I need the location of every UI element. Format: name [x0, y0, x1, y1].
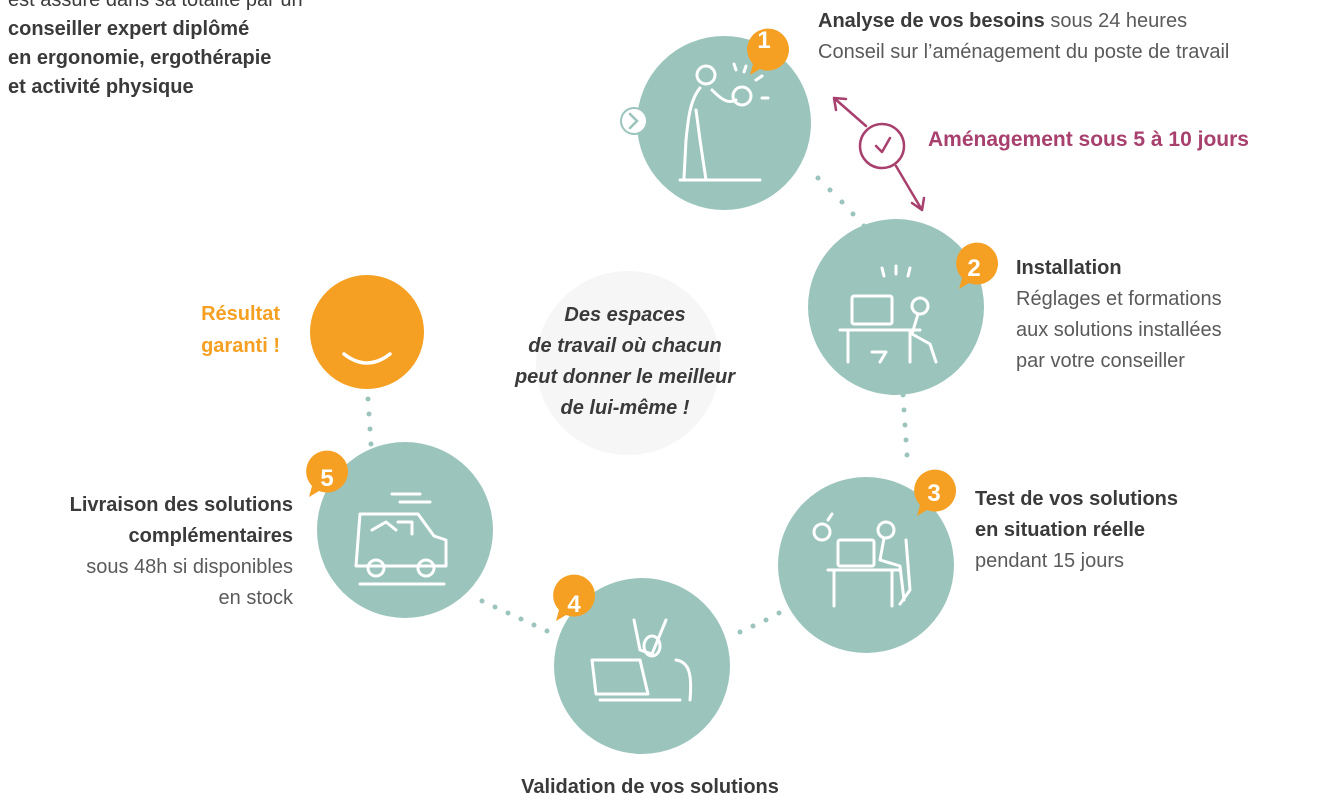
step-4-circle	[554, 578, 730, 754]
intro-line-1: est assuré dans sa totalité par un	[8, 0, 303, 11]
step-5-text: Livraison des solutions complémentaires …	[0, 490, 293, 614]
step-3-circle	[778, 477, 954, 653]
step-2-desc-3: par votre conseiller	[1016, 350, 1185, 372]
badge-3-number: 3	[927, 480, 940, 507]
step-2-title: Installation	[1016, 257, 1122, 279]
clock-icon	[832, 96, 926, 212]
badge-5: 5	[306, 450, 349, 497]
center-line-1: Des espaces	[564, 304, 686, 326]
step-3-title-2: en situation réelle	[975, 519, 1146, 541]
delay-label: Aménagement sous 5 à 10 jours	[928, 128, 1249, 151]
step-4-text: Validation de vos solutions	[470, 772, 830, 803]
badge-1: 1	[747, 27, 790, 75]
desk-test-icon	[812, 512, 912, 608]
step-5-title: Livraison des solutions	[69, 494, 293, 516]
result-line-1: Résultat	[201, 303, 280, 325]
badge-5-number: 5	[320, 465, 333, 492]
person-thinking-icon	[678, 62, 770, 182]
step-5-desc-2: en stock	[218, 587, 293, 609]
step-2-desc-2: aux solutions installées	[1016, 319, 1222, 341]
step-2-circle	[808, 219, 984, 395]
center-line-4: de lui-même !	[560, 397, 690, 419]
badge-3: 3	[914, 469, 957, 516]
badge-2-number: 2	[967, 255, 980, 282]
step-1-desc: Conseil sur l’aménagement du poste de tr…	[818, 41, 1230, 63]
center-bubble	[536, 271, 720, 455]
celebration-icon	[590, 618, 693, 702]
badge-2: 2	[956, 242, 999, 289]
delivery-van-icon	[354, 492, 448, 586]
step-5-circle	[317, 442, 493, 618]
intro-line-2: conseiller expert diplômé	[8, 18, 250, 40]
center-line-3: peut donner le meilleur	[514, 366, 736, 388]
intro-text: est assuré dans sa totalité par un conse…	[8, 0, 408, 102]
step-3-text: Test de vos solutions en situation réell…	[975, 484, 1275, 577]
chevron-right-icon[interactable]	[620, 107, 648, 135]
step-3-desc: pendant 15 jours	[975, 550, 1125, 572]
step-5-desc-1: sous 48h si disponibles	[86, 556, 293, 578]
step-2-text: Installation Réglages et formations aux …	[1016, 253, 1316, 377]
result-line-2: garanti !	[201, 335, 280, 357]
badge-1-number: 1	[757, 27, 770, 54]
intro-line-3: en ergonomie, ergothérapie	[8, 47, 272, 69]
step-2-desc-1: Réglages et formations	[1016, 288, 1222, 310]
step-5-title-2: complémentaires	[128, 525, 293, 547]
smile-icon	[310, 275, 424, 389]
center-line-2: de travail où chacun	[528, 335, 722, 357]
step-3-title: Test de vos solutions	[975, 488, 1178, 510]
step-1-title: Analyse de vos besoins	[818, 10, 1045, 32]
step-1-text: Analyse de vos besoins sous 24 heures Co…	[818, 6, 1338, 68]
step-1-circle	[620, 36, 811, 210]
installation-icon	[838, 264, 938, 364]
center-message: Des espaces de travail où chacun peut do…	[470, 300, 780, 424]
result-text: Résultat garanti !	[150, 298, 280, 362]
step-4-title: Validation de vos solutions	[521, 776, 779, 798]
step-1-title-suffix: sous 24 heures	[1044, 10, 1188, 32]
badge-4-number: 4	[567, 591, 581, 618]
intro-line-4: et activité physique	[8, 76, 194, 98]
badge-4: 4	[553, 574, 596, 621]
